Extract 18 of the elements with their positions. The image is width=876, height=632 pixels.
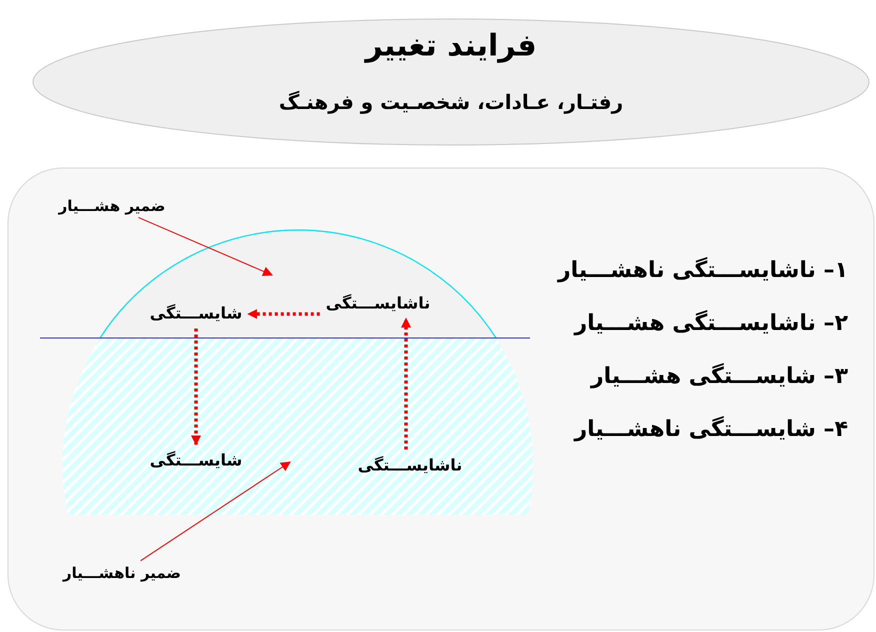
arrow [191,328,201,446]
state-label: ناشایســـتگی [358,456,462,474]
region-label: ضمیر هشـــیار [58,197,166,215]
leader-line [138,216,273,276]
list-item: ۳– شایســـتگی هشـــیار [591,364,848,389]
list-item: ۲– ناشایســـتگی هشـــیار [574,311,848,336]
leader-line [140,461,291,562]
state-label: شایســـتگی [150,304,242,322]
state-label: ناشایســـتگی [326,294,430,312]
list-item: ۱– ناشایســـتگی ناهشـــیار [558,258,848,283]
subtitle: رفتـار، عـادات، شخصـیت و فرهنـگ [278,90,624,114]
title: فرایند تغییر [365,28,537,64]
region-label: ضمیر ناهشـــیار [63,564,181,582]
list-item: ۴– شایســـتگی ناهشـــیار [574,417,848,442]
arrow [401,318,411,450]
title-ellipse [32,18,870,146]
arrow [247,309,320,319]
state-label: شایســـتگی [150,450,242,470]
